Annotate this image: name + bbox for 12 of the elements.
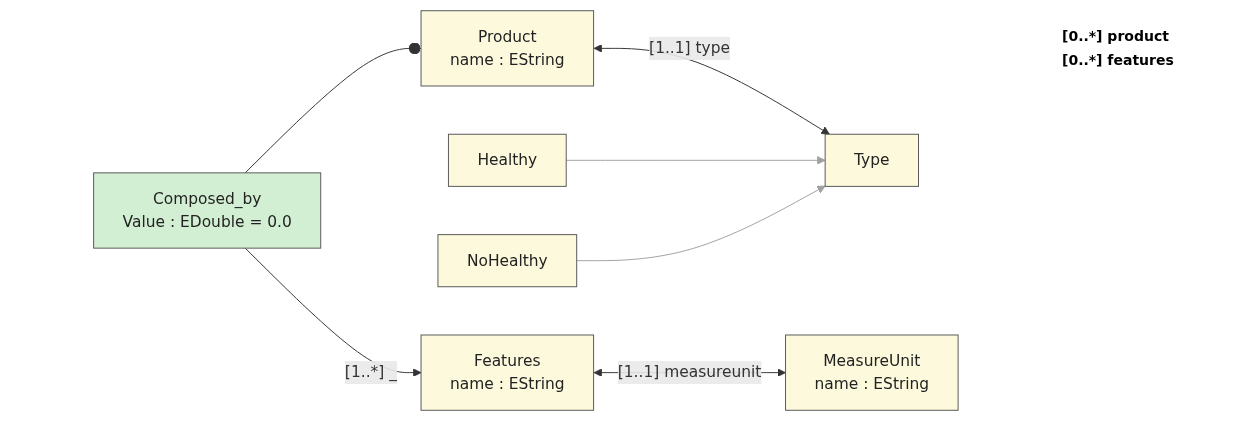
node-box: MeasureUnit name : EString bbox=[785, 334, 959, 411]
node-box: Healthy bbox=[448, 133, 567, 187]
edge-label: [1..*] _ bbox=[345, 362, 398, 382]
edge-label: [1..1] type bbox=[649, 38, 731, 58]
node-box: Composed_by Value : EDouble = 0.0 bbox=[93, 172, 322, 249]
node-box: Features name : EString bbox=[420, 334, 595, 411]
edge-label: [1..1] measureunit bbox=[617, 362, 762, 382]
role-label: [0..*] features bbox=[1062, 52, 1175, 68]
node-box: NoHealthy bbox=[437, 234, 578, 288]
role-label: [0..*] product bbox=[1062, 28, 1170, 44]
node-box: Type bbox=[824, 133, 920, 187]
node-box: Product name : EString bbox=[420, 10, 595, 87]
